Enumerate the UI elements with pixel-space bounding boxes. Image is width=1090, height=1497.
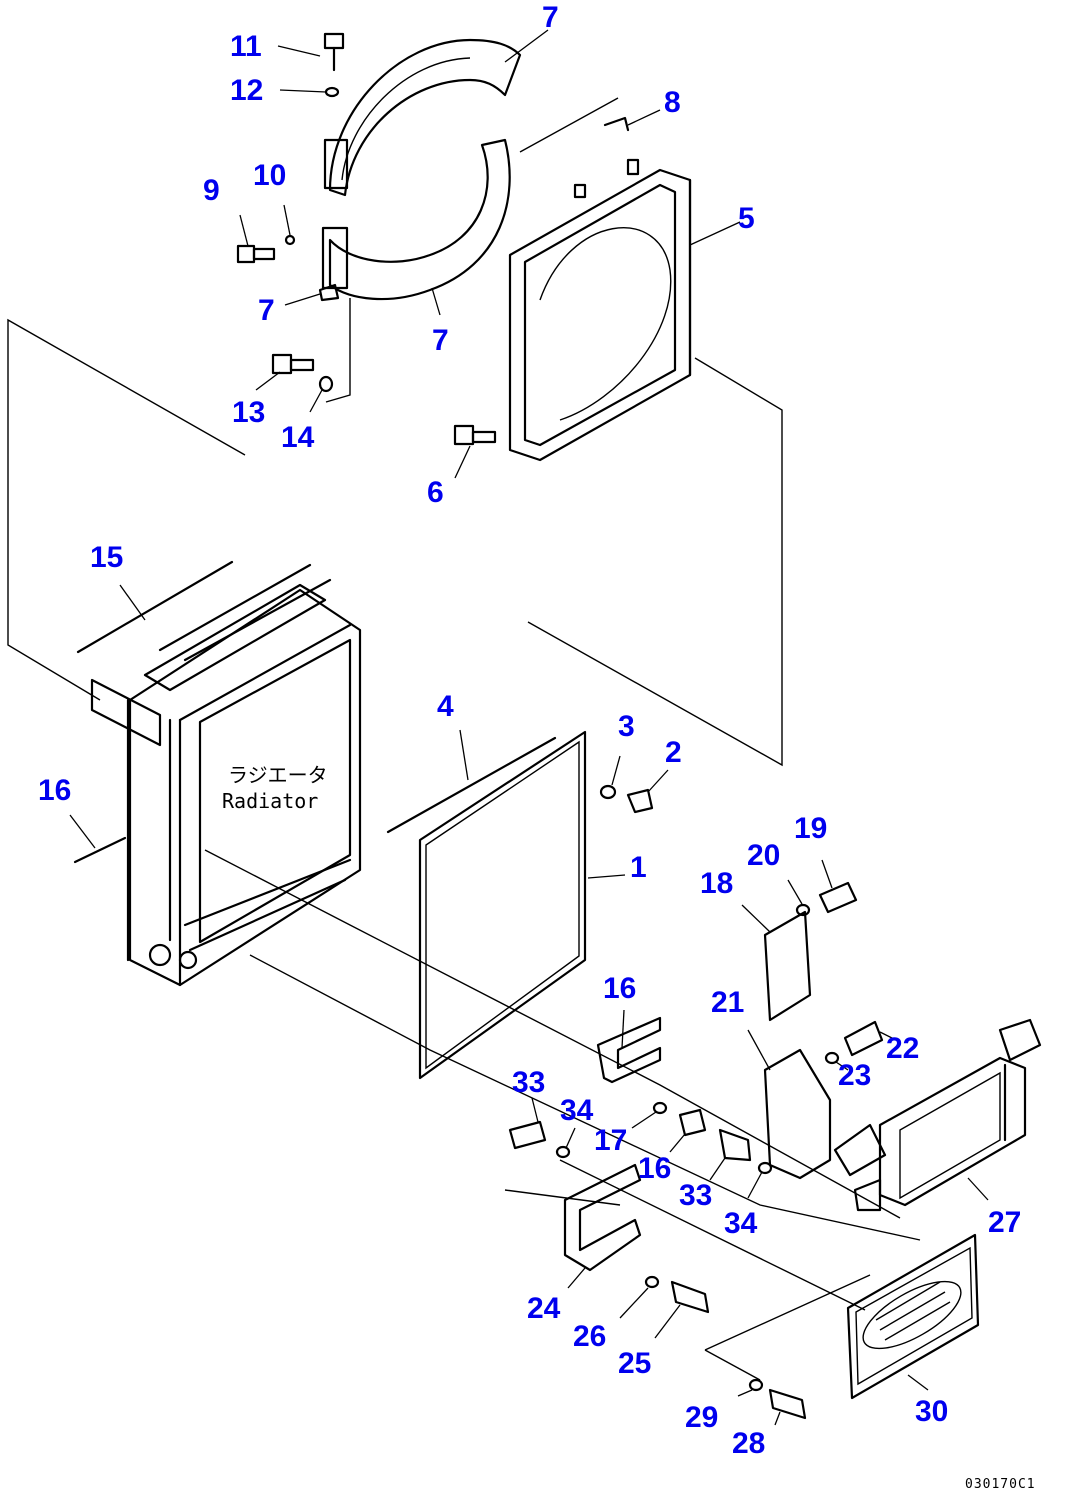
callout-20[interactable]: 18: [700, 867, 733, 900]
fan-ring-upper: [323, 38, 522, 197]
callout-31[interactable]: 29: [685, 1401, 718, 1434]
callout-34-left[interactable]: 34: [560, 1094, 594, 1127]
radiator-assembly: [90, 563, 362, 987]
callout-19[interactable]: 17: [594, 1124, 627, 1157]
top-hardware: [236, 32, 630, 446]
callout-25[interactable]: 23: [838, 1059, 871, 1092]
callout-30[interactable]: 28: [732, 1427, 765, 1460]
callout-14[interactable]: 13: [232, 396, 265, 429]
callout-23[interactable]: 21: [711, 986, 744, 1019]
callout-27[interactable]: 25: [618, 1347, 651, 1380]
callout-8[interactable]: 7: [258, 294, 275, 327]
callout-18[interactable]: 16: [638, 1152, 671, 1185]
callout-12[interactable]: 11: [230, 30, 262, 63]
figure-id: 030170C1: [965, 1477, 1036, 1492]
callout-34-right[interactable]: 34: [724, 1207, 758, 1240]
callouts: 7 11 12 8 10 9 5 7 7 13 14 6 15 4 3 2 16…: [38, 1, 1021, 1460]
screen: [386, 730, 587, 1080]
callout-33-right[interactable]: 33: [679, 1179, 712, 1212]
callout-24[interactable]: 22: [886, 1032, 919, 1065]
assembly-guide-lines: [7, 97, 921, 1381]
callout-17[interactable]: 16: [603, 972, 636, 1005]
callout-7-lower[interactable]: 7: [432, 324, 449, 357]
callout-16-lower[interactable]: 16: [38, 774, 71, 807]
grille: [846, 1233, 980, 1400]
callout-1[interactable]: 1: [630, 851, 647, 884]
callout-7-upper[interactable]: 7: [542, 1, 559, 34]
screen-hardware: [599, 784, 654, 814]
callout-29[interactable]: 27: [988, 1206, 1021, 1239]
callout-15[interactable]: 14: [281, 421, 315, 454]
callout-3[interactable]: 3: [618, 710, 635, 743]
radiator-label-en: Radiator: [222, 789, 318, 813]
callout-32[interactable]: 30: [915, 1395, 948, 1428]
callout-11[interactable]: 10: [253, 159, 286, 192]
callout-9[interactable]: 8: [664, 86, 681, 119]
radiator-label-jp: ラジエータ: [228, 763, 328, 787]
leader-lines: [69, 29, 989, 1426]
fan-ring-lower: [321, 138, 511, 301]
mid-hardware: [508, 881, 884, 1420]
callout-16-upper[interactable]: 15: [90, 541, 123, 574]
callout-13[interactable]: 12: [230, 74, 263, 107]
callout-10[interactable]: 9: [203, 174, 220, 207]
callout-2[interactable]: 2: [665, 736, 682, 769]
callout-33-left[interactable]: 33: [512, 1066, 545, 1099]
callout-21[interactable]: 19: [794, 812, 827, 845]
callout-28[interactable]: 26: [573, 1320, 606, 1353]
seal-strips: [73, 560, 234, 864]
callout-26[interactable]: 24: [527, 1292, 561, 1325]
callout-22[interactable]: 20: [747, 839, 780, 872]
callout-5[interactable]: 5: [738, 202, 755, 235]
fan-shroud: [508, 158, 692, 462]
callout-6[interactable]: 6: [427, 476, 444, 509]
oil-cooler: [833, 1018, 1042, 1212]
brackets: [563, 910, 832, 1272]
callout-4[interactable]: 4: [437, 690, 454, 723]
